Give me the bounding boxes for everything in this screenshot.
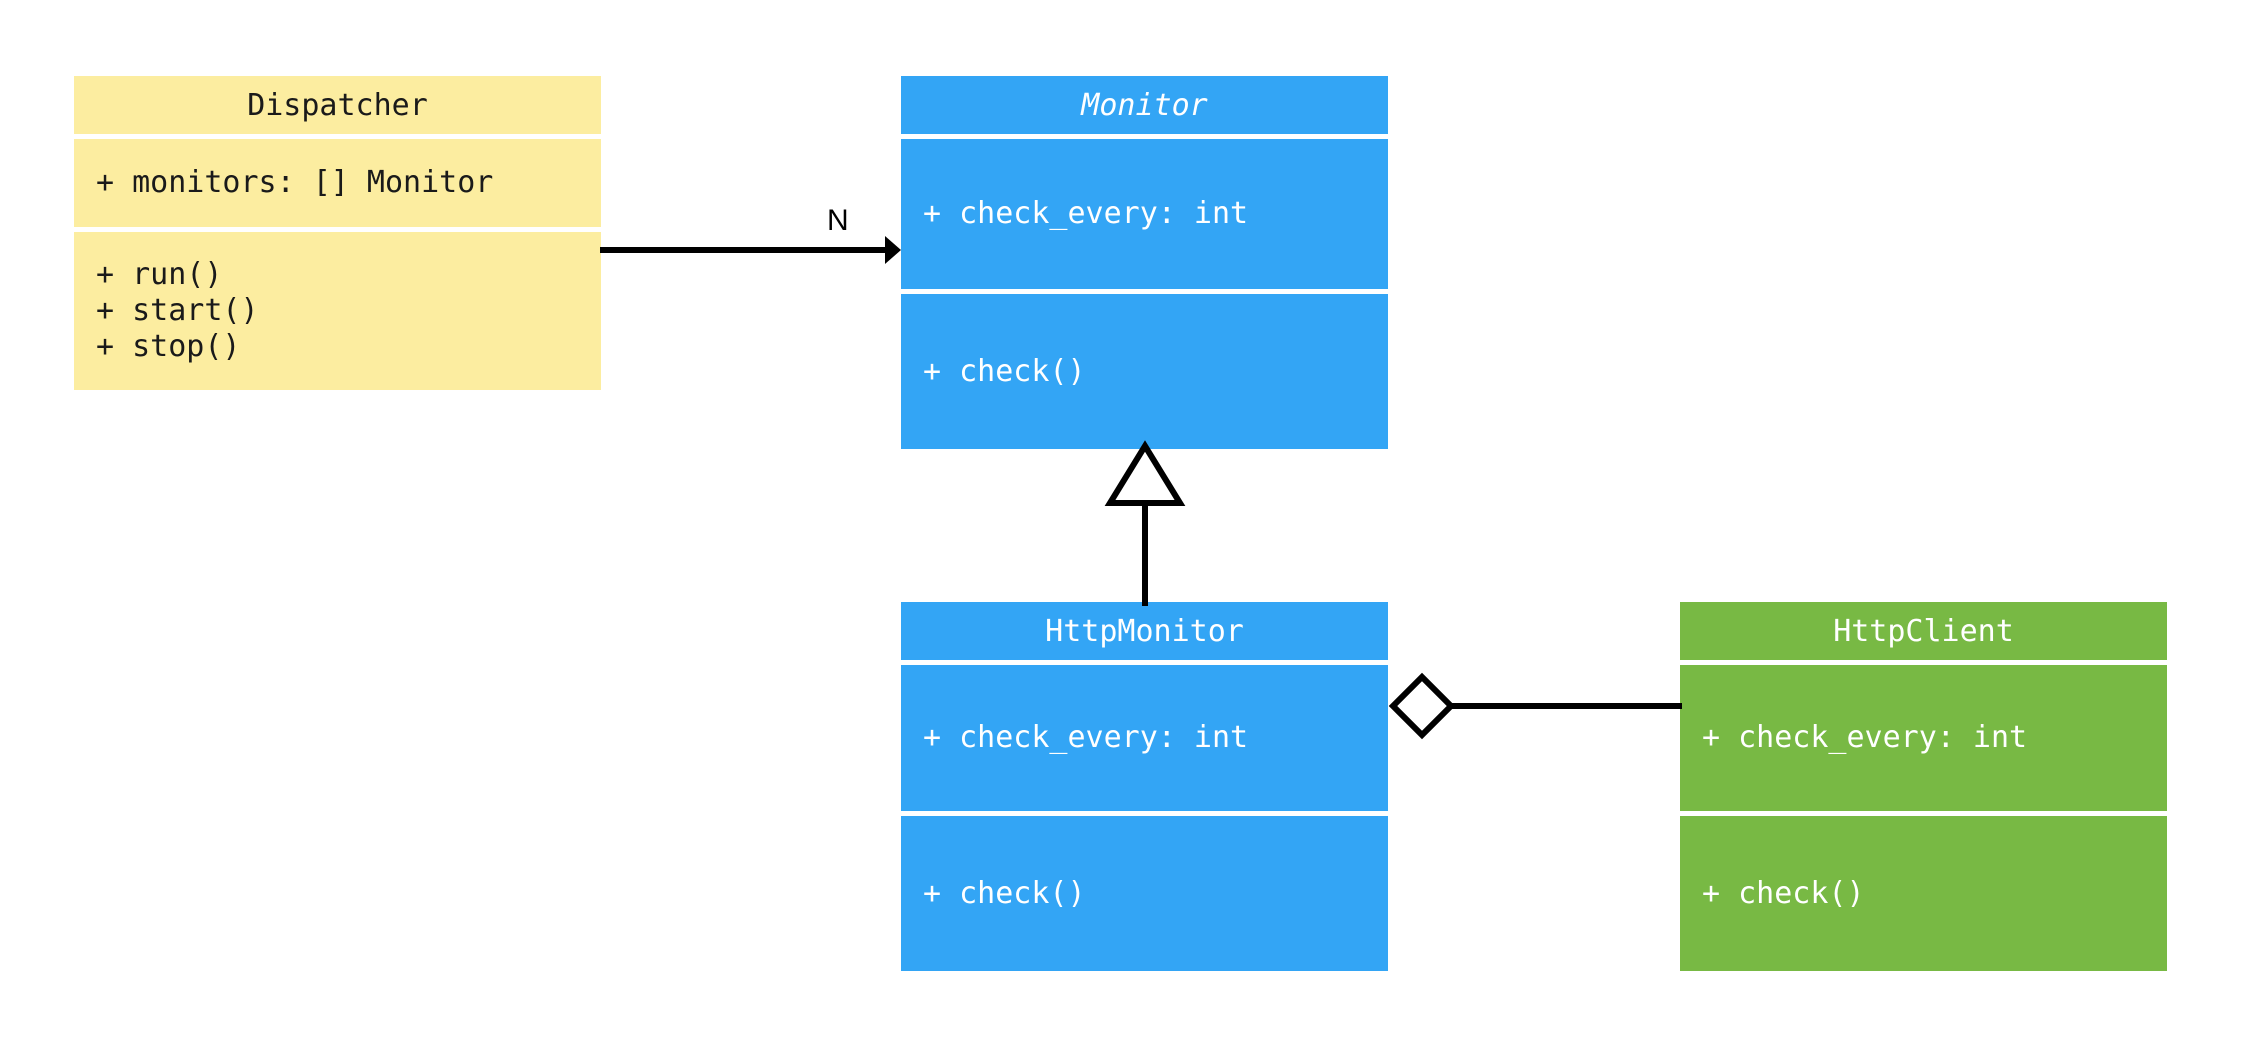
association-multiplicity-label: N: [827, 204, 849, 237]
attribute-row: + check_every: int: [923, 720, 1249, 755]
attribute-row: + check_every: int: [1702, 720, 2028, 755]
class-attributes-compartment: + check_every: int: [1680, 665, 2167, 811]
class-box-dispatcher[interactable]: Dispatcher + monitors: [] Monitor + run(…: [74, 76, 601, 390]
class-attributes-compartment: + check_every: int: [901, 665, 1388, 811]
class-methods-compartment: + check(): [901, 294, 1388, 449]
aggregation-httpmonitor-httpclient: [1388, 672, 1682, 740]
class-methods-compartment: + check(): [901, 816, 1388, 971]
class-attributes-compartment: + monitors: [] Monitor: [74, 139, 601, 227]
method-row: + stop(): [96, 329, 241, 364]
class-name-dispatcher: Dispatcher: [247, 87, 428, 123]
method-row: + run(): [96, 257, 223, 292]
class-name-httpmonitor: HttpMonitor: [1045, 613, 1244, 649]
generalization-httpmonitor-monitor: [1104, 440, 1186, 606]
association-dispatcher-monitor: [600, 236, 901, 264]
hollow-diamond-icon: [1388, 672, 1456, 740]
method-row: + check(): [1702, 875, 1865, 911]
method-row: + check(): [923, 353, 1086, 389]
class-methods-compartment: + run() + start() + stop(): [74, 232, 601, 390]
method-row: + start(): [96, 293, 259, 328]
method-row: + check(): [923, 875, 1086, 911]
class-title-compartment: Monitor: [901, 76, 1388, 134]
class-title-compartment: HttpMonitor: [901, 602, 1388, 660]
attribute-row: + monitors: [] Monitor: [96, 165, 494, 200]
class-title-compartment: Dispatcher: [74, 76, 601, 134]
class-methods-compartment: + check(): [1680, 816, 2167, 971]
filled-arrow-icon: [885, 236, 901, 264]
attribute-row: + check_every: int: [923, 196, 1249, 231]
class-name-monitor: Monitor: [1081, 87, 1208, 123]
class-box-httpclient[interactable]: HttpClient + check_every: int + check(): [1680, 602, 2167, 971]
class-box-monitor[interactable]: Monitor + check_every: int + check(): [901, 76, 1388, 449]
class-attributes-compartment: + check_every: int: [901, 139, 1388, 289]
hollow-triangle-icon: [1104, 440, 1186, 506]
class-title-compartment: HttpClient: [1680, 602, 2167, 660]
class-box-httpmonitor[interactable]: HttpMonitor + check_every: int + check(): [901, 602, 1388, 971]
class-name-httpclient: HttpClient: [1833, 613, 2014, 649]
